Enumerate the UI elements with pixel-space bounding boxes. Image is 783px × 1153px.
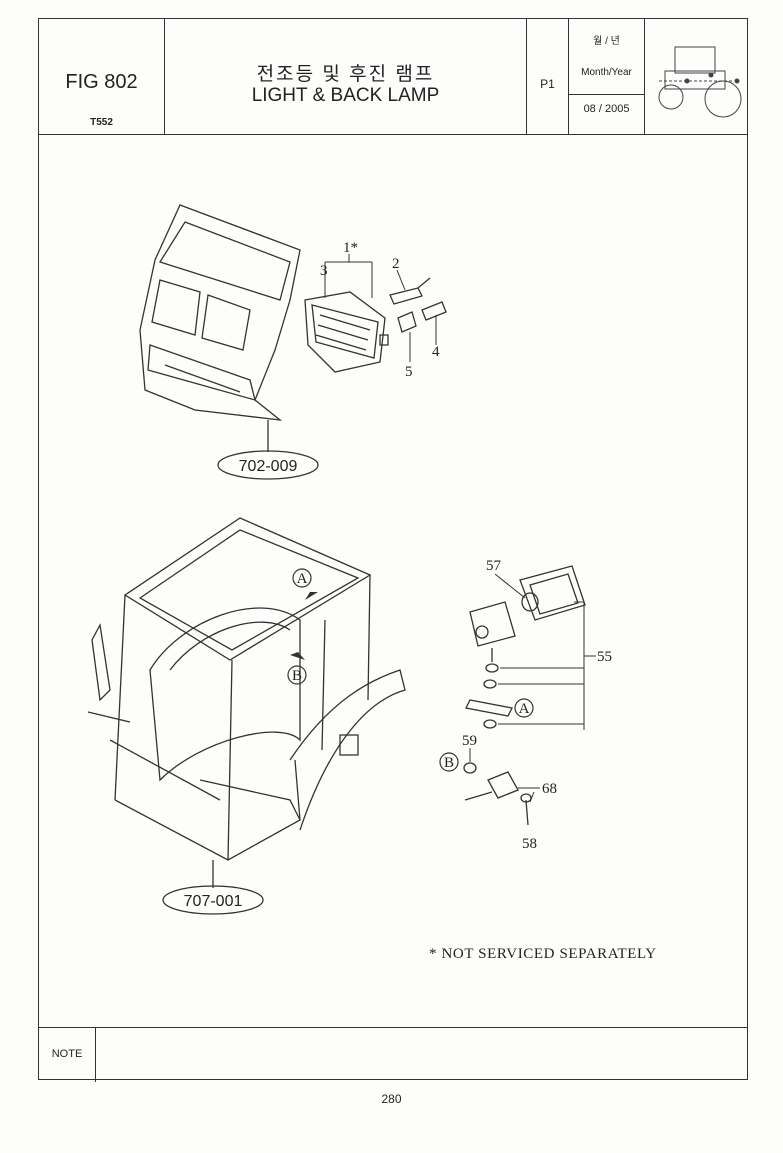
marker-a-cab-label: A bbox=[297, 571, 308, 587]
marker-b-cab: B bbox=[287, 652, 307, 685]
tractor-thumbnail-icon bbox=[658, 46, 742, 118]
page-code-cell: P1 bbox=[527, 19, 569, 134]
marker-b-lamp: B bbox=[439, 752, 459, 772]
callout-2: 2 bbox=[392, 256, 400, 272]
cab-frame-drawing bbox=[87, 517, 406, 888]
date-label-english: Month/Year bbox=[581, 67, 632, 78]
marker-b-cab-label: B bbox=[292, 668, 302, 684]
date-divider bbox=[569, 94, 644, 95]
tractor-thumbnail-cell bbox=[645, 19, 749, 134]
callout-58: 58 bbox=[522, 836, 537, 852]
page-number: 280 bbox=[381, 1092, 402, 1106]
reference-707-001: 707-001 bbox=[162, 885, 264, 915]
title-block: FIG 802 T552 전조등 및 후진 램프 LIGHT & BACK LA… bbox=[39, 19, 747, 135]
figure-cell: FIG 802 T552 bbox=[39, 19, 165, 134]
title-korean: 전조등 및 후진 램프 bbox=[256, 64, 435, 85]
diagram2-leader-lines bbox=[469, 573, 596, 803]
marker-a-lamp-label: A bbox=[519, 701, 530, 717]
callout-59: 59 bbox=[462, 733, 477, 749]
marker-b-lamp-label: B bbox=[444, 755, 454, 771]
title-cell: 전조등 및 후진 램프 LIGHT & BACK LAMP bbox=[165, 19, 527, 134]
headlamp-drawing bbox=[304, 277, 447, 373]
footnote: * NOT SERVICED SEPARATELY bbox=[429, 946, 657, 962]
cab-front-panel-drawing bbox=[139, 204, 301, 452]
page-code: P1 bbox=[540, 77, 555, 91]
figure-number: FIG 802 bbox=[65, 71, 138, 93]
date-label-korean: 월 / 년 bbox=[593, 36, 620, 47]
callout-3: 3 bbox=[320, 263, 328, 279]
note-label-cell: NOTE bbox=[39, 1028, 96, 1082]
drawing-sheet: FIG 802 T552 전조등 및 후진 램프 LIGHT & BACK LA… bbox=[38, 18, 748, 1082]
callout-57: 57 bbox=[486, 558, 502, 574]
reference-702-009: 702-009 bbox=[217, 450, 319, 480]
note-label: NOTE bbox=[51, 1048, 83, 1060]
callout-55: 55 bbox=[597, 649, 612, 665]
note-row: NOTE bbox=[39, 1027, 747, 1082]
reference-702-009-label: 702-009 bbox=[239, 458, 298, 475]
title-english: LIGHT & BACK LAMP bbox=[251, 85, 440, 106]
callout-1: 1* bbox=[343, 240, 358, 256]
date-value: 08 / 2005 bbox=[583, 103, 630, 115]
callout-5: 5 bbox=[405, 364, 413, 380]
back-lamp-drawing bbox=[463, 565, 586, 826]
date-cell: 월 / 년 Month/Year 08 / 2005 bbox=[569, 19, 645, 134]
marker-a-cab: A bbox=[292, 568, 318, 600]
marker-a-lamp: A bbox=[514, 698, 534, 718]
callout-4: 4 bbox=[432, 344, 440, 360]
model-code: T552 bbox=[90, 117, 113, 128]
diagram1-leader-lines bbox=[324, 254, 437, 362]
reference-707-001-label: 707-001 bbox=[184, 893, 243, 910]
callout-68: 68 bbox=[542, 781, 557, 797]
